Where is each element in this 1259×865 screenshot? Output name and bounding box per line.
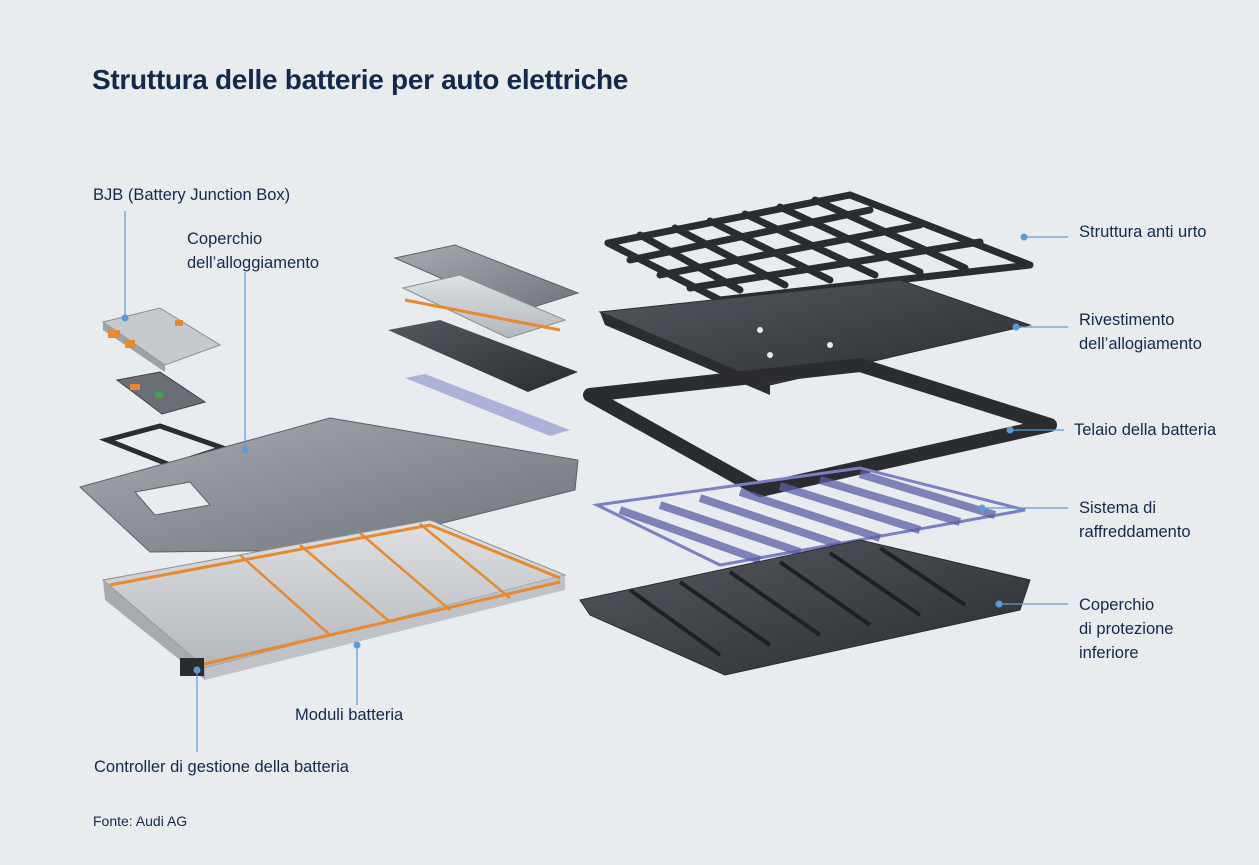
underbody-protection-cover	[579, 539, 1031, 676]
page-title: Struttura delle batterie per auto elettr…	[92, 64, 629, 95]
label-cooling-2: raffreddamento	[1079, 523, 1191, 541]
label-battery-frame: Telaio della batteria	[1074, 421, 1217, 439]
label-housing-cover-1: Coperchio	[187, 230, 263, 248]
label-cooling-1: Sistema di	[1079, 499, 1157, 517]
label-underbody-3: inferiore	[1079, 644, 1139, 662]
source-credit: Fonte: Audi AG	[93, 813, 188, 829]
upper-module-stack	[388, 244, 580, 436]
battery-modules-tray	[101, 519, 567, 680]
label-crash-structure: Struttura anti urto	[1079, 223, 1207, 241]
battery-frame	[583, 358, 1057, 497]
housing-lining-tray	[598, 279, 1032, 395]
crash-structure-grid	[604, 191, 1034, 304]
label-housing-lining-1: Rivestimento	[1079, 311, 1175, 329]
label-underbody-2: di protezione	[1079, 620, 1174, 638]
leader-lines	[121, 211, 1068, 752]
label-battery-modules: Moduli batteria	[295, 706, 404, 724]
housing-cover-plate	[79, 417, 579, 553]
label-housing-lining-2: dell’allogiamento	[1079, 335, 1202, 353]
label-housing-cover-2: dell’alloggiamento	[187, 254, 320, 272]
label-bms-controller: Controller di gestione della batteria	[94, 758, 349, 776]
cooling-system	[591, 466, 1026, 567]
label-bjb: BJB (Battery Junction Box)	[93, 186, 291, 204]
bjb-junction-box	[99, 307, 231, 468]
label-underbody-1: Coperchio	[1079, 596, 1155, 614]
